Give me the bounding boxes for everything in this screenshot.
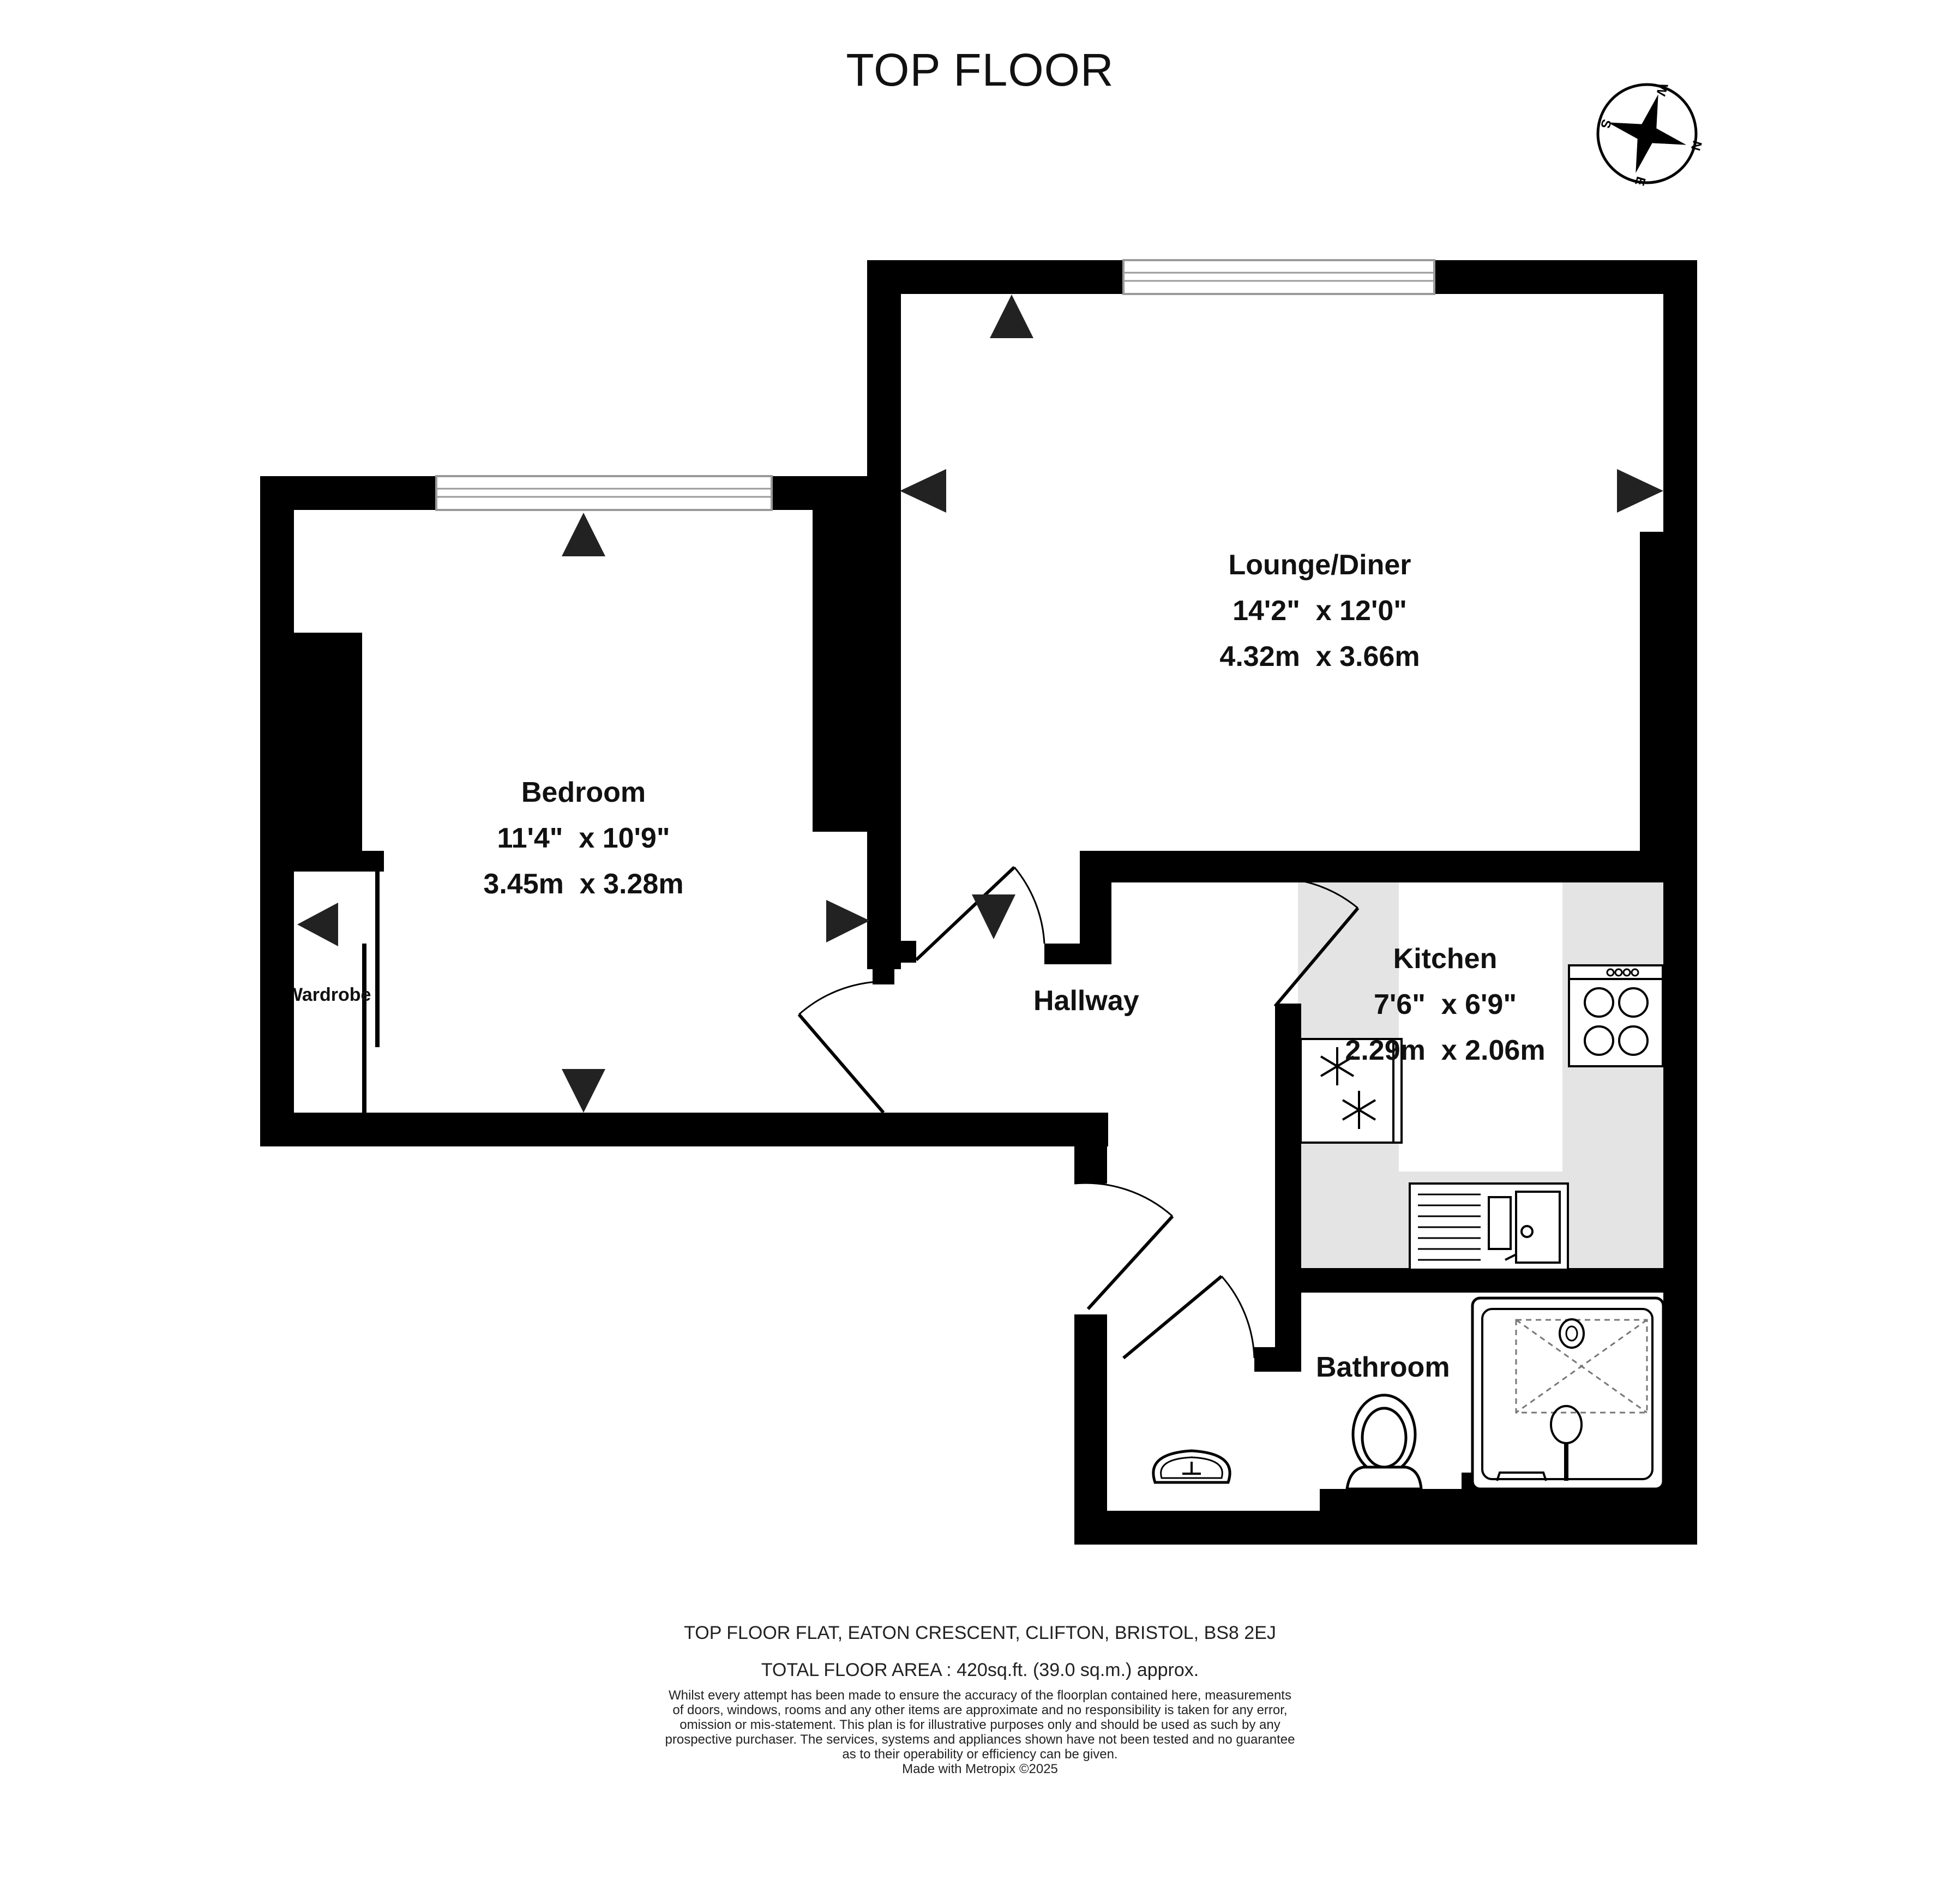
floor-title: TOP FLOOR [846,44,1114,95]
windows [435,259,1435,511]
compass-letter-e: E [1632,175,1648,188]
kitchen-dim-imperial: 7'6" x 6'9" [1374,989,1517,1020]
wardrobe-label-clip: Wardrobe [294,984,376,1009]
kitchen-dim-metric: 2.29m x 2.06m [1345,1035,1546,1066]
hob-icon [1568,964,1664,1067]
toilet-icon [1345,1394,1423,1491]
disclaimer-line: of doors, windows, rooms and any other i… [672,1703,1288,1717]
bedroom-name: Bedroom [521,777,646,808]
metropix-credit: Made with Metropix ©2025 [902,1762,1058,1776]
lounge-dim-metric: 4.32m x 3.66m [1219,641,1420,672]
disclaimer-line: omission or mis-statement. This plan is … [680,1717,1280,1732]
fridge-freezer-icon [1300,1038,1403,1144]
doors [362,856,1360,1360]
lounge-dim-imperial: 14'2" x 12'0" [1232,595,1407,627]
total-floor-area: TOTAL FLOOR AREA : 420sq.ft. (39.0 sq.m.… [761,1660,1199,1680]
kitchen-name: Kitchen [1393,943,1498,975]
kitchen-floor [1399,873,1562,1172]
compass-letter-s: S [1597,118,1614,130]
kitchen-label: Kitchen 7'6" x 6'9" 2.29m x 2.06m [1320,927,1571,1073]
disclaimer: Whilst every attempt has been made to en… [0,1688,1960,1776]
disclaimer-line: Whilst every attempt has been made to en… [669,1688,1291,1703]
sink-icon [1409,1182,1569,1271]
bedroom-label: Bedroom 11'4" x 10'9" 3.45m x 3.28m [453,761,714,907]
bathroom-label: Bathroom [1316,1352,1450,1383]
washbasin-icon [1152,1449,1231,1484]
lounge-name: Lounge/Diner [1228,549,1411,581]
compass-icon: W N E S [1596,81,1705,188]
hallway-label: Hallway [1033,985,1139,1017]
disclaimer-line: as to their operability or efficiency ca… [842,1747,1118,1762]
bedroom-dim-metric: 3.45m x 3.28m [483,868,684,900]
lounge-label: Lounge/Diner 14'2" x 12'0" 4.32m x 3.66m [1162,533,1478,680]
measurement-arrows [297,295,1663,1113]
disclaimer-line: prospective purchaser. The services, sys… [665,1732,1295,1747]
property-address: TOP FLOOR FLAT, EATON CRESCENT, CLIFTON,… [684,1623,1276,1643]
bedroom-dim-imperial: 11'4" x 10'9" [497,822,670,854]
shower-icon [1471,1296,1665,1491]
walls [260,260,1697,1545]
wardrobe-label: Wardrobe [294,984,371,1005]
